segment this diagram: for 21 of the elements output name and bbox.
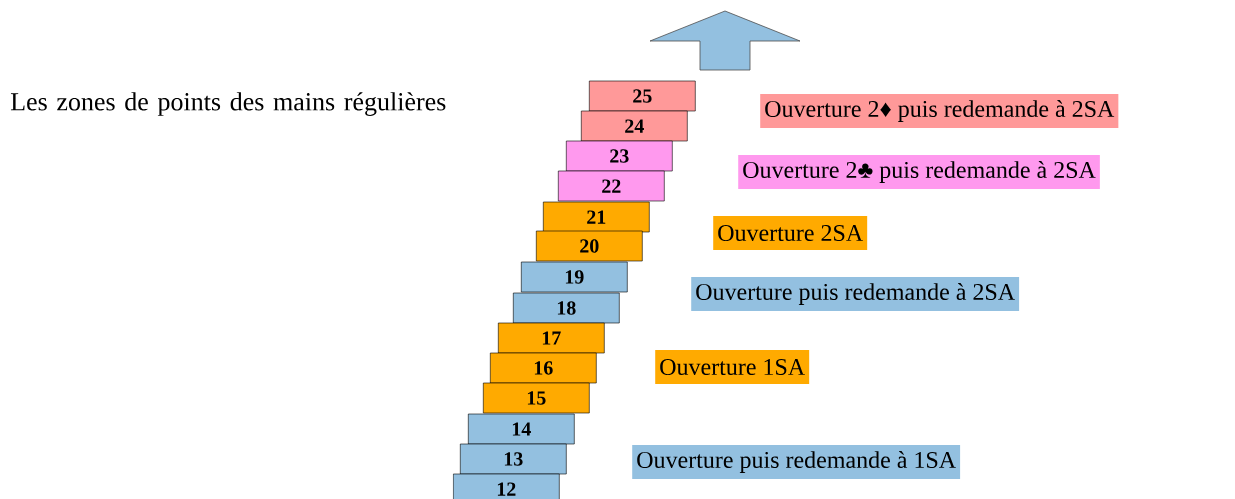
step-box: 24 bbox=[581, 110, 688, 142]
title: Les zones de points des mains régulières bbox=[10, 92, 446, 116]
zone-label: Ouverture puis redemande à 1SA bbox=[632, 445, 961, 479]
zone-label: Ouverture 1SA bbox=[655, 350, 810, 384]
zone-label: Ouverture 2♦ puis redemande à 2SA bbox=[760, 94, 1119, 128]
step-box: 18 bbox=[513, 292, 620, 324]
step-box: 21 bbox=[543, 201, 650, 233]
step-box: 16 bbox=[490, 352, 597, 384]
step-box: 23 bbox=[566, 140, 673, 172]
zone-label: Ouverture 2SA bbox=[713, 216, 868, 250]
step-box: 14 bbox=[468, 413, 575, 445]
zone-label: Ouverture 2♣ puis redemande à 2SA bbox=[738, 155, 1100, 189]
step-box: 13 bbox=[460, 443, 567, 475]
step-box: 17 bbox=[498, 322, 605, 354]
step-box: 22 bbox=[558, 170, 665, 202]
step-box: 19 bbox=[521, 261, 628, 293]
step-box: 12 bbox=[453, 473, 560, 499]
step-box: 20 bbox=[536, 230, 643, 262]
zone-label: Ouverture puis redemande à 2SA bbox=[691, 277, 1020, 311]
step-box: 15 bbox=[483, 382, 590, 414]
step-box: 25 bbox=[589, 80, 696, 112]
